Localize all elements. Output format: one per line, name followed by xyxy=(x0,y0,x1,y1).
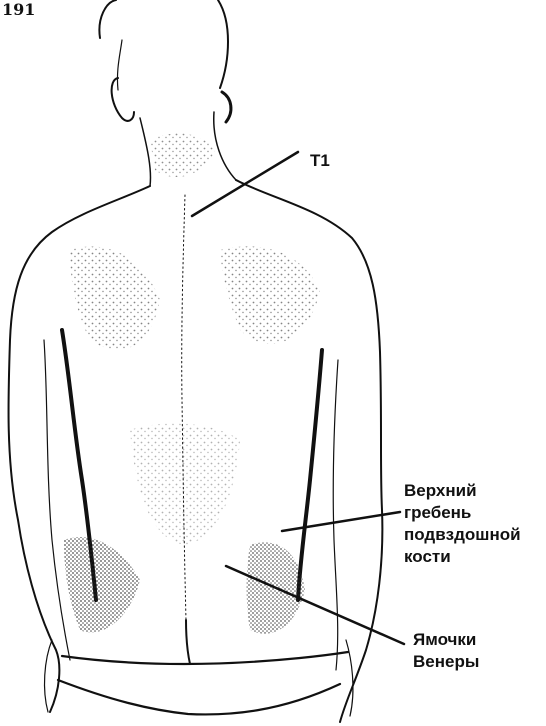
right-arm-inner xyxy=(333,360,338,670)
shading-lower-back xyxy=(130,423,240,545)
right-ear xyxy=(222,92,231,122)
head-outline xyxy=(99,0,228,88)
left-hand xyxy=(45,640,52,712)
shading-upper-back-left xyxy=(70,247,160,350)
waistband-bottom xyxy=(58,680,340,714)
iliac-crest-label-line: подвздошной xyxy=(404,524,521,546)
left-ear xyxy=(112,78,134,121)
right-torso-edge xyxy=(298,350,322,600)
gluteal-cleft xyxy=(186,620,190,664)
venus-dimples-label: Ямочки Венеры xyxy=(413,629,479,673)
left-arm-inner xyxy=(44,340,70,660)
iliac-crest-label-line: кости xyxy=(404,546,521,568)
iliac-crest-label-line: Верхний xyxy=(404,480,521,502)
neck-left xyxy=(140,118,151,186)
venus-dimples-label-line: Венеры xyxy=(413,651,479,673)
venus-dimples-label-line: Ямочки xyxy=(413,629,479,651)
spine-line xyxy=(182,195,186,620)
shading-upper-back-right xyxy=(220,246,320,344)
shading-neck xyxy=(150,133,215,177)
t1-label: T1 xyxy=(310,150,330,172)
shading-left-flank xyxy=(64,537,140,633)
hair-line xyxy=(117,40,122,90)
iliac-crest-label-line: гребень xyxy=(404,502,521,524)
shading xyxy=(64,133,320,633)
iliac-crest-label: Верхний гребень подвздошной кости xyxy=(404,480,521,568)
waistband-top xyxy=(62,652,348,664)
